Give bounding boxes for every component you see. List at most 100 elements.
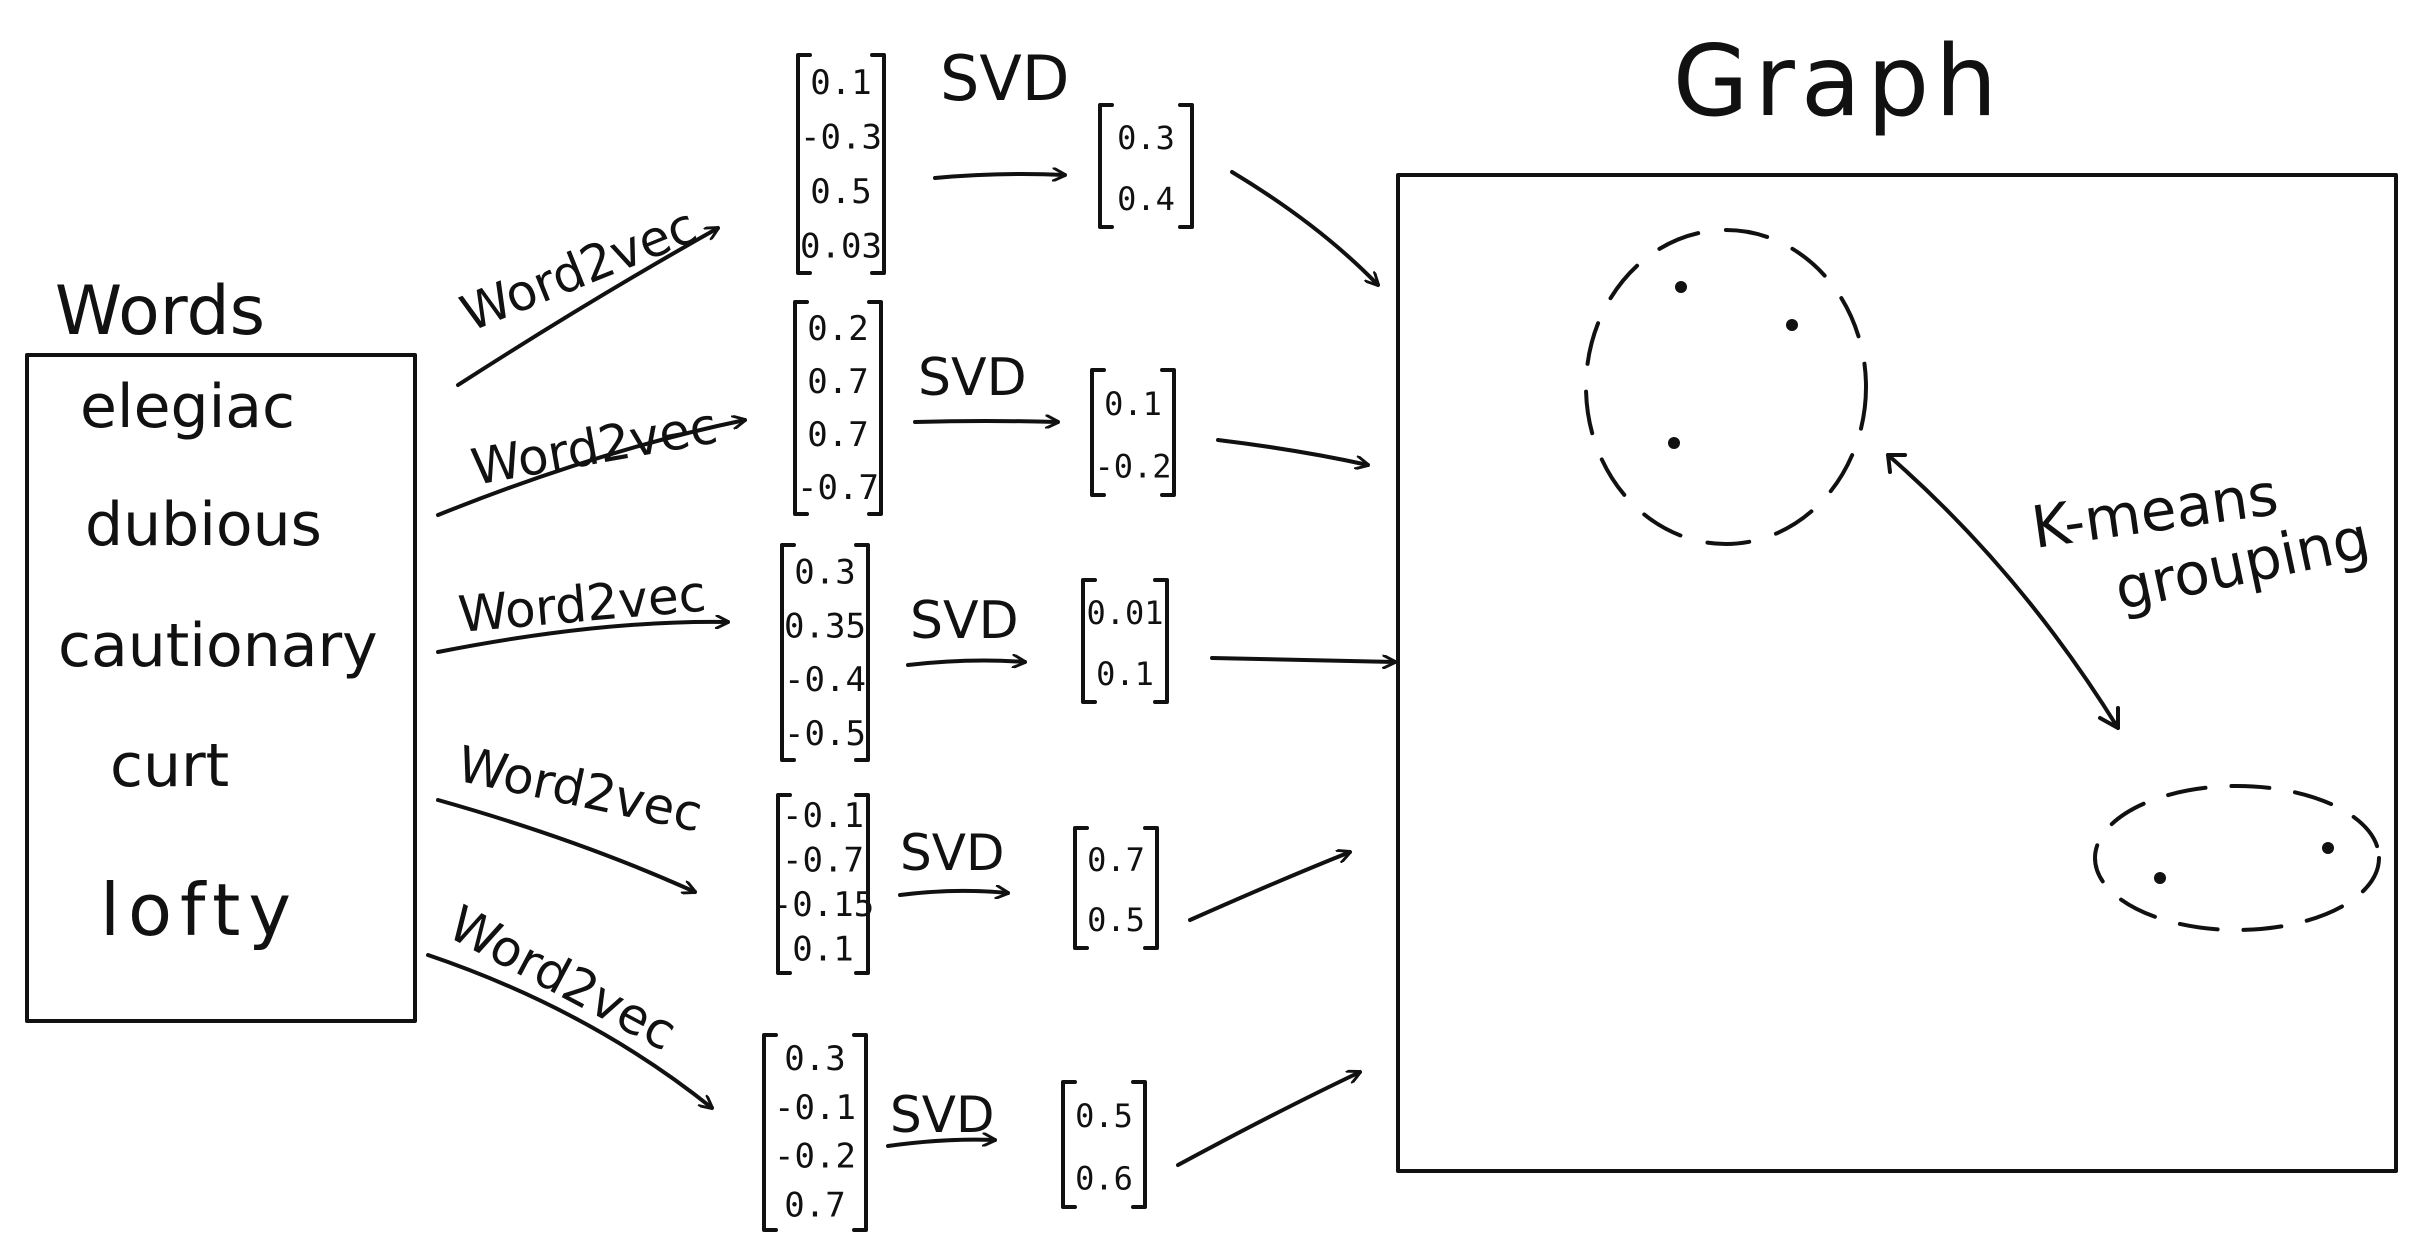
graph-box — [1396, 173, 2398, 1173]
right-bracket — [1153, 578, 1169, 704]
to-graph-arrow — [1216, 438, 1368, 465]
right-bracket — [852, 1033, 868, 1232]
embedding-vectors: 0.1 -0.3 0.5 0.03 0.2 0.7 0.7 -0.7 0.3 0.35 -0.4 -0… — [762, 53, 886, 1232]
vector-value: -0.5 — [784, 714, 866, 754]
vector-value: 0.2 — [807, 309, 868, 349]
to-graph-arrow — [1176, 1072, 1360, 1167]
arrowhead-icon — [1886, 453, 1907, 474]
left-bracket — [776, 793, 792, 975]
vector-value: -0.4 — [784, 660, 866, 700]
right-bracket — [1160, 368, 1176, 497]
to-graph-arrow — [1188, 852, 1350, 922]
vector-value: 0.5 — [1075, 1097, 1133, 1135]
right-bracket — [854, 793, 870, 975]
left-bracket — [780, 543, 796, 762]
right-bracket — [867, 300, 883, 516]
reduced-vector: 0.7 0.5 — [1073, 826, 1159, 950]
svd-label: SVD — [940, 42, 1070, 115]
svd-label: SVD — [890, 1086, 994, 1144]
vector-value: 0.3 — [784, 1039, 845, 1079]
vector-value: -0.7 — [782, 841, 864, 881]
word2vec-arrow — [456, 228, 718, 387]
reduced-vector: 0.5 0.6 — [1061, 1080, 1147, 1209]
right-bracket — [870, 53, 886, 275]
reduced-vector: 0.1 -0.2 — [1090, 368, 1176, 497]
left-bracket — [1081, 578, 1097, 704]
embedding-vector: 0.1 -0.3 0.5 0.03 — [796, 53, 886, 275]
cluster-point — [1668, 437, 1680, 449]
vector-value: 0.1 — [1104, 385, 1162, 423]
cluster-point — [2154, 872, 2166, 884]
vector-value: -0.2 — [774, 1137, 856, 1177]
left-bracket — [796, 53, 812, 275]
vector-value: 0.3 — [794, 553, 855, 593]
to-graph-arrow — [1230, 170, 1378, 285]
svd-arrow — [933, 174, 1067, 178]
word-item: curt — [110, 731, 229, 801]
word-item: cautionary — [58, 611, 378, 681]
vector-value: 0.01 — [1086, 594, 1163, 632]
svd-arrow — [898, 891, 1010, 895]
cluster-outline — [1584, 228, 1868, 546]
word2vec-label: Word2vec — [453, 196, 705, 343]
vector-value: -0.1 — [782, 796, 864, 836]
cluster-point — [1786, 319, 1798, 331]
vector-value: -0.15 — [772, 885, 874, 925]
vector-value: -0.2 — [1094, 448, 1171, 486]
left-bracket — [793, 300, 809, 516]
vector-value: 0.5 — [810, 172, 871, 212]
vector-value: 0.3 — [1117, 119, 1175, 157]
left-bracket — [1098, 103, 1114, 229]
word2vec-arrow — [436, 622, 730, 654]
svd-label: SVD — [910, 591, 1019, 651]
word2vec-arrow — [426, 953, 712, 1108]
vector-value: 0.7 — [1087, 841, 1145, 879]
svd-label: SVD — [900, 824, 1004, 882]
right-bracket — [1131, 1080, 1147, 1209]
vector-value: 0.1 — [792, 930, 853, 970]
left-bracket — [1090, 368, 1106, 497]
cluster-outline — [2093, 784, 2381, 932]
to-graph-arrow — [1210, 658, 1397, 662]
word2vec-label: Word2vec — [453, 735, 708, 843]
word2vec-label: Word2vec — [456, 565, 708, 644]
left-bracket — [1073, 826, 1089, 950]
vector-value: 0.6 — [1075, 1160, 1133, 1198]
vector-value: -0.3 — [800, 118, 882, 158]
reduced-vectors: 0.30.4 0.1 -0.2 0.01 0.1 0.7 0.5 0.5 0.6 — [1061, 103, 1194, 1209]
left-bracket — [1061, 1080, 1077, 1209]
word-item: lofty — [100, 868, 299, 952]
right-bracket — [1178, 103, 1194, 229]
cluster-point — [1675, 281, 1687, 293]
reduced-vector: 0.30.4 — [1098, 103, 1194, 229]
vector-value: -0.7 — [797, 468, 879, 508]
right-bracket — [854, 543, 870, 762]
word2vec-arrow — [436, 420, 745, 517]
vector-value: 0.35 — [784, 606, 866, 646]
svd-arrow — [906, 661, 1027, 665]
vector-value: 0.7 — [807, 415, 868, 455]
word2vec-arrow — [436, 798, 695, 892]
kmeans-double-arrow — [1886, 453, 2120, 730]
vector-value: 0.5 — [1087, 901, 1145, 939]
word2vec-label: Word2vec — [439, 894, 685, 1062]
arrowhead-icon — [2098, 706, 2120, 730]
vector-value: 0.1 — [1096, 655, 1154, 693]
right-bracket — [1143, 826, 1159, 950]
svd-arrow — [913, 421, 1060, 422]
cluster-point — [2322, 842, 2334, 854]
vector-value: 0.03 — [800, 227, 882, 267]
word-item: dubious — [85, 490, 322, 560]
embedding-vector: 0.3 0.35 -0.4 -0.5 — [780, 543, 870, 762]
reduced-vector: 0.01 0.1 — [1081, 578, 1169, 704]
vector-value: 0.7 — [807, 362, 868, 402]
vector-value: 0.1 — [810, 63, 871, 103]
graph-title: Graph — [1673, 25, 2004, 139]
left-bracket — [762, 1033, 778, 1232]
word2vec-label: Word2vec — [467, 397, 721, 497]
svd-label: SVD — [918, 348, 1027, 408]
svd-arrow — [886, 1140, 997, 1148]
word-item: elegiac — [80, 372, 295, 442]
